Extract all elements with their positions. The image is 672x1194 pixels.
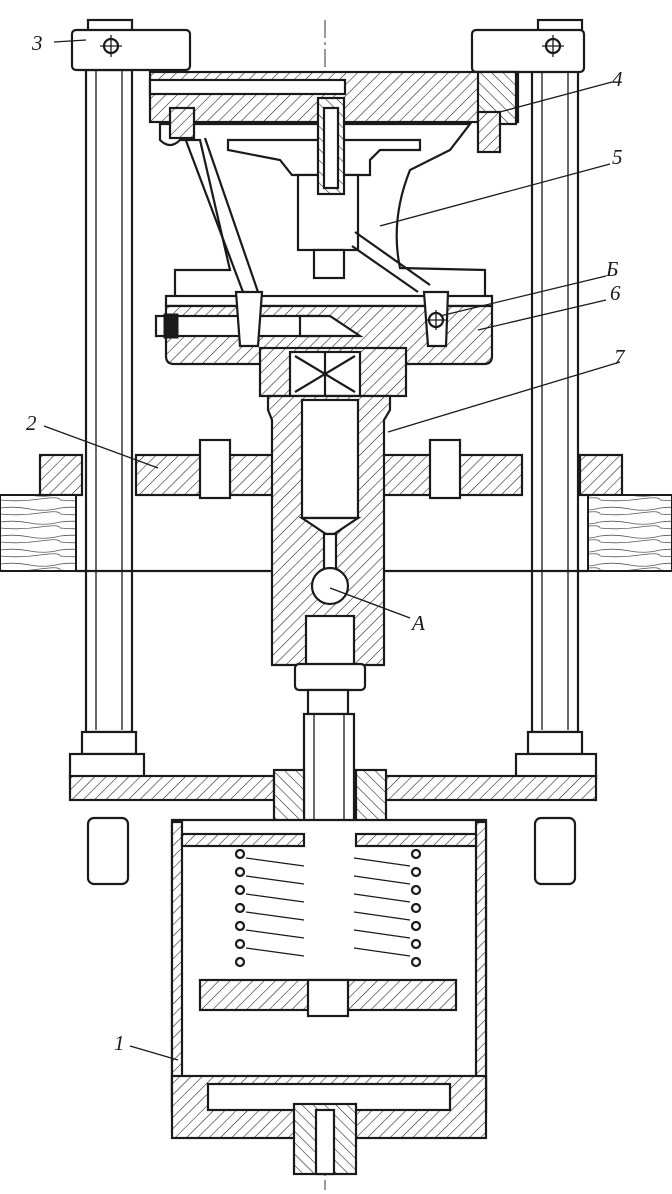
label-part-6: 6 — [610, 281, 621, 305]
part-4-pin — [476, 70, 518, 126]
upper-bore — [300, 398, 360, 520]
right-top-bracket — [470, 28, 586, 74]
ball-A — [310, 566, 350, 606]
left-beam — [0, 494, 77, 572]
right-beam — [587, 494, 672, 572]
right-stud — [428, 438, 462, 500]
leader-2 — [43, 425, 159, 469]
leader-B — [439, 275, 607, 317]
cross-member-2 — [38, 438, 624, 500]
top-plate-groove — [148, 78, 347, 96]
leader-4 — [499, 81, 613, 113]
left-stud — [198, 438, 232, 500]
left-strut-2 — [203, 137, 260, 293]
label-point-B: Б — [605, 257, 618, 281]
spring-cylinder-1 — [170, 818, 488, 1176]
right-strut-1 — [354, 231, 431, 286]
plate-channel — [154, 314, 318, 338]
part-4-stem — [476, 110, 502, 154]
leader-5 — [379, 163, 611, 227]
spring-left — [234, 848, 305, 968]
leader-1 — [129, 1045, 179, 1061]
label-part-4: 4 — [612, 67, 623, 91]
label-part-2: 2 — [26, 411, 37, 435]
central-housing-7 — [258, 346, 408, 668]
leader-7 — [387, 361, 621, 433]
label-part-3: 3 — [31, 31, 43, 55]
right-guide-column — [514, 18, 598, 886]
label-part-1: 1 — [114, 1031, 125, 1055]
spring-right — [353, 848, 422, 968]
left-bolt-head — [168, 106, 196, 140]
left-guide-column — [68, 18, 146, 886]
plate-6 — [154, 290, 494, 366]
label-part-5: 5 — [612, 145, 623, 169]
leader-A — [329, 587, 411, 619]
upper-housing-5 — [158, 96, 487, 302]
label-part-7: 7 — [614, 345, 626, 369]
right-strut-2 — [351, 245, 419, 293]
lower-bridge — [68, 768, 598, 832]
leader-6 — [477, 299, 607, 331]
left-strut-1 — [183, 137, 245, 293]
top-crossbar — [70, 28, 586, 154]
wooden-beams — [0, 494, 672, 573]
lower-bore — [304, 614, 356, 668]
leader-3 — [53, 39, 87, 43]
piston-hub — [306, 978, 350, 1018]
channel-plug — [163, 313, 179, 339]
left-pin — [234, 290, 264, 348]
boss-tip — [312, 248, 346, 280]
leader-lines — [43, 39, 621, 1061]
left-top-bracket — [70, 28, 192, 72]
label-point-A: A — [410, 611, 425, 635]
